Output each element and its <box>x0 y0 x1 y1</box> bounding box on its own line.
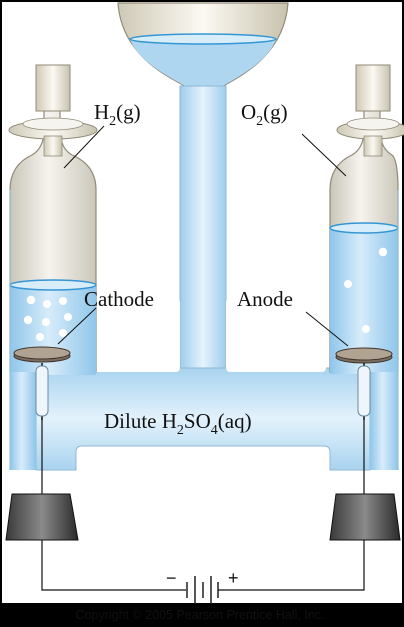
reservoir-surface <box>129 33 277 45</box>
left-plug <box>5 493 79 541</box>
electrolyte-label: Dilute H2SO4(aq) <box>104 409 252 438</box>
leader-lines <box>57 125 349 347</box>
right-liquid-surface <box>329 222 399 234</box>
oxygen-bubbles <box>344 247 388 333</box>
anode-label: Anode <box>237 287 293 311</box>
cathode-electrode <box>13 346 71 420</box>
battery <box>186 576 219 604</box>
copyright-text: Copyright © 2005 Pearson Prentice Hall, … <box>76 608 325 622</box>
central-stem <box>179 85 227 405</box>
circuit-wires <box>41 420 365 591</box>
hydrogen-bubbles <box>23 295 72 341</box>
inner-gap-right <box>226 298 326 372</box>
inner-gap-left <box>80 298 180 372</box>
cathode-label: Cathode <box>84 287 154 311</box>
anode-electrode <box>335 347 393 420</box>
reservoir-solution <box>130 35 276 90</box>
bridge-channel <box>35 367 371 471</box>
right-plug <box>329 493 401 541</box>
battery-plus-sign: + <box>228 568 239 588</box>
hydrogen-gas-label: H2(g) <box>94 100 141 129</box>
battery-minus-sign: − <box>166 568 177 588</box>
oxygen-gas-label: O2(g) <box>241 100 288 129</box>
